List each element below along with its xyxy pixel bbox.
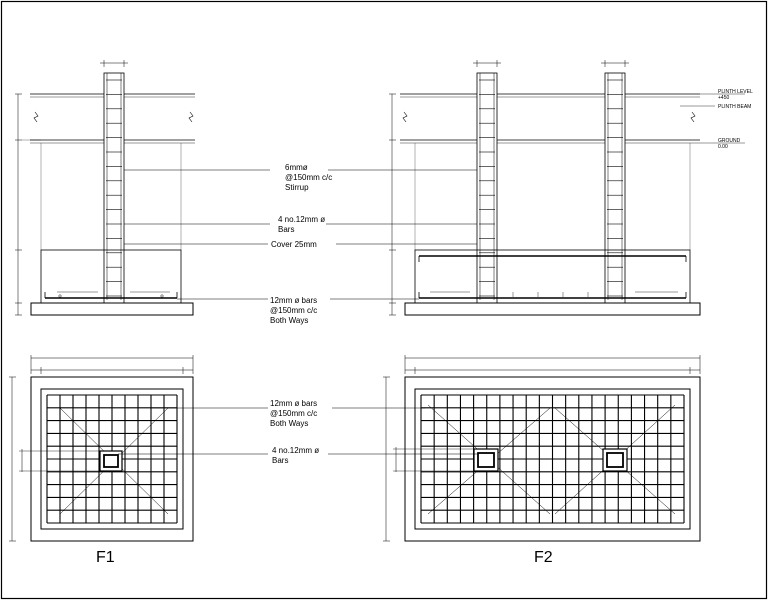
label-plan-bars-1: 4 no.12mm ø	[272, 446, 319, 455]
label-plinth-beam: PLINTH BEAM	[718, 104, 751, 110]
label-mesh-1: 12mm ø bars	[270, 296, 317, 305]
section-f1	[15, 60, 195, 316]
section-f2	[389, 60, 745, 316]
label-stirrup-2: @150mm c/c	[285, 173, 332, 182]
label-plan-mesh-2: @150mm c/c	[270, 409, 317, 418]
plan-f2	[383, 355, 701, 542]
plan-f1	[9, 355, 194, 542]
label-bars-2: Bars	[278, 225, 294, 234]
title-f1: F1	[96, 549, 115, 566]
label-mesh-2: @150mm c/c	[270, 306, 317, 315]
label-ground: GROUND	[718, 138, 741, 144]
title-f2: F2	[534, 549, 553, 566]
leader-lines	[118, 169, 478, 455]
label-mesh-3: Both Ways	[270, 316, 308, 325]
label-plinth-level: PLINTH LEVEL	[718, 89, 753, 95]
label-stirrup-1: 6mmø	[285, 163, 308, 172]
label-ground-value: 0.00	[718, 144, 728, 150]
label-stirrup-3: Stirrup	[285, 183, 309, 192]
label-plan-bars-2: Bars	[272, 456, 288, 465]
label-bars-1: 4 no.12mm ø	[278, 215, 325, 224]
label-plinth-level-value: +450	[718, 95, 729, 101]
label-cover: Cover 25mm	[271, 240, 317, 249]
label-plan-mesh-3: Both Ways	[270, 419, 308, 428]
label-plan-mesh-1: 12mm ø bars	[270, 399, 317, 408]
